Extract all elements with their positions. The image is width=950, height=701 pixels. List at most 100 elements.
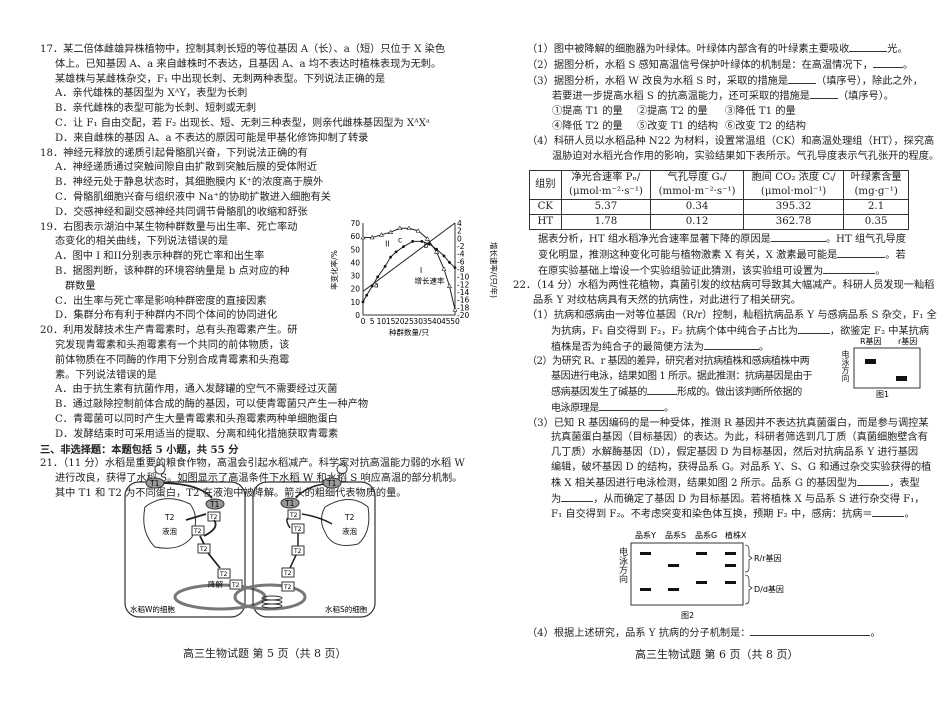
y-tick-label: 10 — [350, 298, 360, 307]
r-small-gene-label: r基因 — [898, 336, 917, 346]
q22-part3: 抗真菌蛋白基因（目标基因）的表达。为此，科研者筛选到几丁质（真菌细胞壁含有 — [551, 432, 928, 444]
q20-option-d: D．发酵结束时可采用适当的提取、分离和纯化措施获取青霉素 — [55, 428, 339, 440]
q18-option-c: C．骨骼肌细胞兴奋与组织液中 Na⁺的协助扩散进入细胞有关 — [55, 191, 331, 203]
t1-label: T1 — [209, 500, 220, 509]
question-21: 21．（11 分）水稻是重要的粮食作物，高温会引起水稻减产。科学家对抗高温能力弱… — [40, 457, 480, 501]
q20-stem: 前体物质在不同酶的作用下分别合成青霉素和头孢霉 — [55, 354, 290, 366]
question-18: 18．神经元释放的递质引起骨骼肌兴奋，下列说法正确的有 A．神经递质通过突触间隙… — [40, 147, 480, 221]
q21-part4-text: 变化明显，推测这种变化可能与植物激素 X 有关，X 激素最可能是。若 — [538, 248, 906, 261]
series-II-point — [361, 300, 365, 304]
answer-blank[interactable] — [599, 401, 664, 411]
q17-option-b: B．亲代雌株的表型可能为长刺、短刺或无刺 — [55, 103, 257, 115]
answer-blank[interactable] — [872, 58, 903, 68]
t2-label: T2 — [209, 514, 218, 521]
y2-tick-label: -6 — [457, 257, 465, 266]
y-tick-label: 20 — [350, 285, 360, 294]
q21-part4-text: 据表分析，HT 组水稻净光合速率显著下降的原因是。HT 组气孔导度 — [538, 232, 906, 245]
series-II-point — [435, 247, 438, 251]
growth-rate-point — [415, 228, 421, 233]
answer-blank[interactable] — [872, 507, 905, 518]
q18-option-b: B．神经元处于静息状态时，其细胞膜内 K⁺的浓度高于膜外 — [55, 177, 324, 189]
col-header: 胞间 CO₂ 浓度 Cᵢ/(μmol·mol⁻¹) — [742, 170, 845, 200]
growth-rate-point — [434, 249, 440, 254]
dd-gene-label: D/d基因 — [754, 584, 784, 594]
answer-blank[interactable] — [770, 232, 826, 242]
q22-part1: （1）抗病和感病由一对等位基因（R/r）控制，籼稻抗病品系 Y 与感病品系 S … — [527, 309, 937, 321]
x-tick-label: 5 — [370, 317, 375, 326]
answer-blank[interactable] — [837, 248, 886, 258]
answer-blank[interactable] — [797, 324, 830, 334]
chart-axes — [362, 223, 456, 316]
right-column: （1）图中被降解的细胞器为叶绿体。叶绿体内部含有的叶绿素主要吸收光。 （2）据图… — [527, 42, 939, 164]
answer-blank[interactable] — [788, 74, 817, 84]
column-label: 品系S — [665, 530, 686, 540]
left-column: 17．某二倍体雌雄异株植物中，控制其刺长短的等位基因 A（长）、a（短）只位于 … — [40, 43, 480, 502]
y2-tick-label: -4 — [457, 250, 465, 259]
q22-part3: 几丁质）水解酶基因（D），假定基因 D 为目标基因，然后对抗病品系 Y 进行基因 — [551, 447, 919, 459]
question-17: 17．某二倍体雌雄异株植物中，控制其刺长短的等位基因 A（长）、a（短）只位于 … — [40, 43, 480, 147]
q17-option-c: C．让 F₁ 自由交配，若 F₂ 出现长、短、无刺三种表型，则亲代雌株基因型为 … — [55, 117, 430, 129]
y2-tick-label: -14 — [457, 288, 469, 297]
growth-rate-line — [363, 227, 456, 310]
y2-tick-label: -8 — [457, 265, 465, 274]
x-axis-label: 种群数量/只 — [389, 327, 430, 337]
sun-icon — [154, 463, 348, 475]
q21-part4-text: 在原实验基础上增设一个实验组验证此猜测，该实验组可设置为。 — [538, 264, 886, 277]
q21-stem: 进行改良，获得了水稻 S。如图显示了高温条件下水稻 W 和水稻 S 响应高温的部… — [55, 473, 463, 485]
electrophoresis-figure-2: 品系Y 品系S 品系G 植株X R/r基因 D/d基因 图2 — [630, 530, 784, 620]
answer-blank[interactable] — [849, 42, 888, 52]
question-19: 19．右图表示湖泊中某生物种群数量与出生率、死亡率动 态变化的相关曲线，下列说法… — [40, 221, 480, 325]
growth-rate-point — [397, 225, 403, 231]
t2-label: T2 — [219, 571, 228, 578]
y2-axis-label: 增长速率/(只/年) — [489, 242, 499, 298]
column-label: 品系Y — [635, 530, 656, 540]
data-table: 组别 净光合速率 Pₙ/(μmol·m⁻²·s⁻¹) 气孔导度 Gₛ/(mmol… — [529, 167, 909, 233]
vacuole-label: 液泡 — [342, 526, 357, 536]
vacuole-t2-label: T2 — [344, 513, 355, 522]
t2-label: T2 — [289, 512, 298, 519]
answer-blank[interactable] — [703, 340, 759, 350]
q18-option-a: A．神经递质通过突触间隙自由扩散到突触后膜的受体附近 — [55, 162, 318, 174]
q17-stem: 某雄株与某雌株杂交，F₁ 中出现长刺、无刺两种表型。下列说法正确的是 — [55, 73, 386, 85]
y-tick-label: 40 — [350, 258, 360, 267]
q20-option-a: A．由于抗生素有抗菌作用，通入发酵罐的空气不需要经过灭菌 — [55, 384, 338, 396]
q19-option-b: B．据图判断，该种群的环境容纳量是 b 点对应的种 — [55, 265, 290, 277]
vacuole-t2-label: T2 — [164, 513, 175, 522]
growth-rate-point — [441, 266, 447, 271]
answer-blank[interactable] — [809, 89, 838, 100]
series-II-point — [389, 255, 392, 259]
x-tick-label: 0 — [361, 317, 366, 326]
q19-option-d: D．集群分布有利于种群内不同个体间的协同进化 — [55, 310, 278, 322]
q22-part3: 编辑，破坏基因 D 的结构，获得品系 G。对品系 Y、S、G 和通过杂交实验获得… — [551, 461, 932, 473]
direction-label: 电泳方向 — [841, 350, 850, 382]
q21-part3: 若要进一步提高水稻 S 的抗高温能力，还可采取的措施是（填序号）。 — [552, 89, 894, 103]
answer-blank[interactable] — [647, 385, 677, 395]
right-column-lower: 据表分析，HT 组水稻净光合速率显著下降的原因是。HT 组气孔导度 变化明显，推… — [513, 232, 937, 523]
q22-part3: F₁ 自交得到 F₂。不考虑突变和染色体互换，预期 F₂ 中，感病：抗病＝。 — [551, 507, 915, 521]
q21-stem: 21．（11 分）水稻是重要的粮食作物，高温会引起水稻减产。科学家对抗高温能力弱… — [40, 458, 465, 470]
q20-stem: 究发现青霉素和头孢霉素有一个共同的前体物质，该 — [55, 339, 290, 351]
column-label: 品系G — [695, 530, 717, 540]
answer-blank[interactable] — [561, 492, 594, 502]
q20-stem: 20．利用发酵技术生产青霉素时，总有头孢霉素产生。研 — [40, 325, 298, 337]
answer-blank[interactable] — [857, 476, 890, 486]
growth-rate-label: 增长速率 — [415, 275, 445, 285]
y2-tick-label: -12 — [457, 280, 469, 289]
degrade-label: 降解 — [208, 579, 223, 589]
y2-tick-label: -2 — [457, 242, 465, 251]
y2-tick-label: -18 — [457, 303, 469, 312]
q19-option-c: C．出生率与死亡率是影响种群密度的直接因素 — [55, 295, 267, 307]
q22-part1: 为抗病，F₁ 自交得到 F₂，F₂ 抗病个体中纯合子占比为，欲鉴定 F₂ 中某抗… — [551, 324, 930, 337]
answer-blank[interactable] — [823, 264, 876, 274]
answer-blank[interactable] — [750, 626, 871, 636]
x-tick-label: 35 — [423, 317, 433, 326]
y2-tick-label: 0 — [457, 234, 462, 243]
x-tick-label: 45 — [441, 317, 451, 326]
table-header-row: 组别 净光合速率 Pₙ/(μmol·m⁻²·s⁻¹) 气孔导度 Gₛ/(mmol… — [529, 170, 909, 200]
x-tick-label: 15 — [386, 317, 396, 326]
q19-option-a: A．图中 I 和II分别表示种群的死亡率和出生率 — [55, 251, 265, 263]
y-tick-label: 50 — [350, 245, 360, 254]
